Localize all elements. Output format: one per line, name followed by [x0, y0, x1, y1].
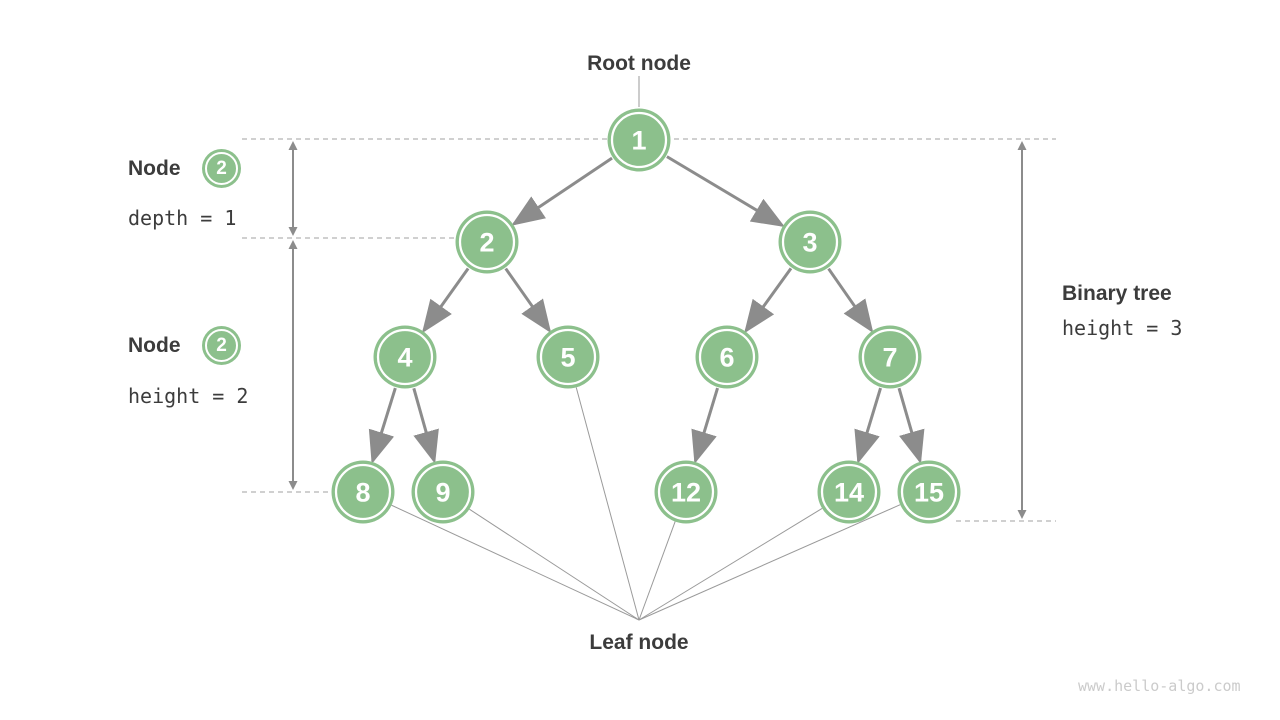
node-height-formula: height = 2 [128, 384, 249, 408]
tree-node-circle [455, 210, 519, 274]
root-node-label: Root node [587, 52, 691, 75]
measure-arrowhead-up-icon [288, 141, 298, 150]
tree-node-ring [610, 111, 668, 169]
tree-edges-layer [368, 155, 925, 465]
tree-node-5: 5 [536, 325, 600, 389]
pointer-lines-layer [391, 76, 901, 621]
tree-node-ring [861, 328, 919, 386]
measure-arrows-layer [288, 141, 1027, 519]
tree-edge-6-12 [691, 387, 719, 465]
tree-node-value: 3 [802, 228, 817, 258]
tree-node-14: 14 [817, 460, 881, 524]
leaf-pointer-line-5 [575, 387, 640, 621]
tree-edge-7-15 [897, 387, 925, 464]
leaf-pointer-line-15 [638, 504, 901, 621]
binary-tree-title: Binary tree [1062, 282, 1172, 305]
node-depth-formula: depth = 1 [128, 206, 237, 230]
tree-node-3: 3 [778, 210, 842, 274]
node-depth-badge: 2 [202, 149, 241, 188]
tree-node-1: 1 [607, 108, 671, 172]
tree-node-ring [657, 463, 715, 521]
measure-arrowhead-down-icon [1017, 510, 1027, 519]
tree-node-circle [411, 460, 475, 524]
tree-node-6: 6 [695, 325, 759, 389]
tree-node-value: 1 [631, 126, 646, 156]
tree-edge-1-2 [511, 156, 613, 226]
tree-node-circle [331, 460, 395, 524]
tree-edge-4-8 [368, 387, 397, 465]
tree-edge-2-5 [504, 267, 552, 334]
tree-node-15: 15 [897, 460, 961, 524]
tree-node-circle [536, 325, 600, 389]
tree-node-value: 4 [397, 343, 412, 373]
tree-edge-4-9 [412, 387, 439, 464]
tree-node-ring [334, 463, 392, 521]
tree-node-12: 12 [654, 460, 718, 524]
measure-arrowhead-up-icon [1017, 141, 1027, 150]
tree-node-2: 2 [455, 210, 519, 274]
tree-node-circle [817, 460, 881, 524]
leaf-pointer-line-8 [391, 504, 640, 621]
node-depth-badge-value: 2 [216, 157, 227, 179]
tree-node-ring [698, 328, 756, 386]
tree-node-circle [858, 325, 922, 389]
watermark-url: www.hello-algo.com [1078, 677, 1241, 695]
tree-node-value: 5 [560, 343, 575, 373]
tree-node-value: 15 [914, 478, 944, 508]
tree-node-value: 2 [479, 228, 494, 258]
tree-node-value: 9 [435, 478, 450, 508]
tree-node-circle [373, 325, 437, 389]
measure-arrowhead-down-icon [288, 227, 298, 236]
measure-arrowhead-down-icon [288, 481, 298, 490]
tree-node-4: 4 [373, 325, 437, 389]
tree-node-circle [654, 460, 718, 524]
tree-node-ring [458, 213, 516, 271]
measure-arrowhead-up-icon [288, 240, 298, 249]
node-height-title: Node [128, 334, 181, 357]
tree-node-value: 14 [834, 478, 864, 508]
tree-node-value: 12 [671, 478, 701, 508]
tree-edge-7-14 [854, 387, 882, 465]
tree-node-ring [820, 463, 878, 521]
tree-edge-1-3 [666, 155, 785, 228]
tree-edge-3-6 [744, 267, 793, 334]
tree-node-ring [539, 328, 597, 386]
tree-node-value: 8 [355, 478, 370, 508]
leaf-pointer-line-12 [638, 521, 676, 621]
node-depth-title: Node [128, 157, 181, 180]
tree-node-ring [781, 213, 839, 271]
tree-node-8: 8 [331, 460, 395, 524]
leaf-pointer-line-9 [469, 508, 640, 621]
tree-node-9: 9 [411, 460, 475, 524]
tree-node-ring [900, 463, 958, 521]
node-height-badge-value: 2 [216, 334, 227, 356]
tree-node-circle [695, 325, 759, 389]
tree-node-ring [414, 463, 472, 521]
tree-edge-2-4 [421, 267, 470, 334]
tree-node-ring [376, 328, 434, 386]
tree-node-circle [897, 460, 961, 524]
binary-tree-formula: height = 3 [1062, 316, 1183, 340]
leaf-pointer-line-14 [638, 507, 823, 621]
tree-node-circle [778, 210, 842, 274]
tree-edge-3-7 [827, 267, 874, 334]
tree-node-value: 7 [882, 343, 897, 373]
tree-node-circle [607, 108, 671, 172]
leaf-node-label: Leaf node [589, 631, 689, 654]
tree-node-value: 6 [719, 343, 734, 373]
tree-node-7: 7 [858, 325, 922, 389]
node-height-badge: 2 [202, 326, 241, 365]
